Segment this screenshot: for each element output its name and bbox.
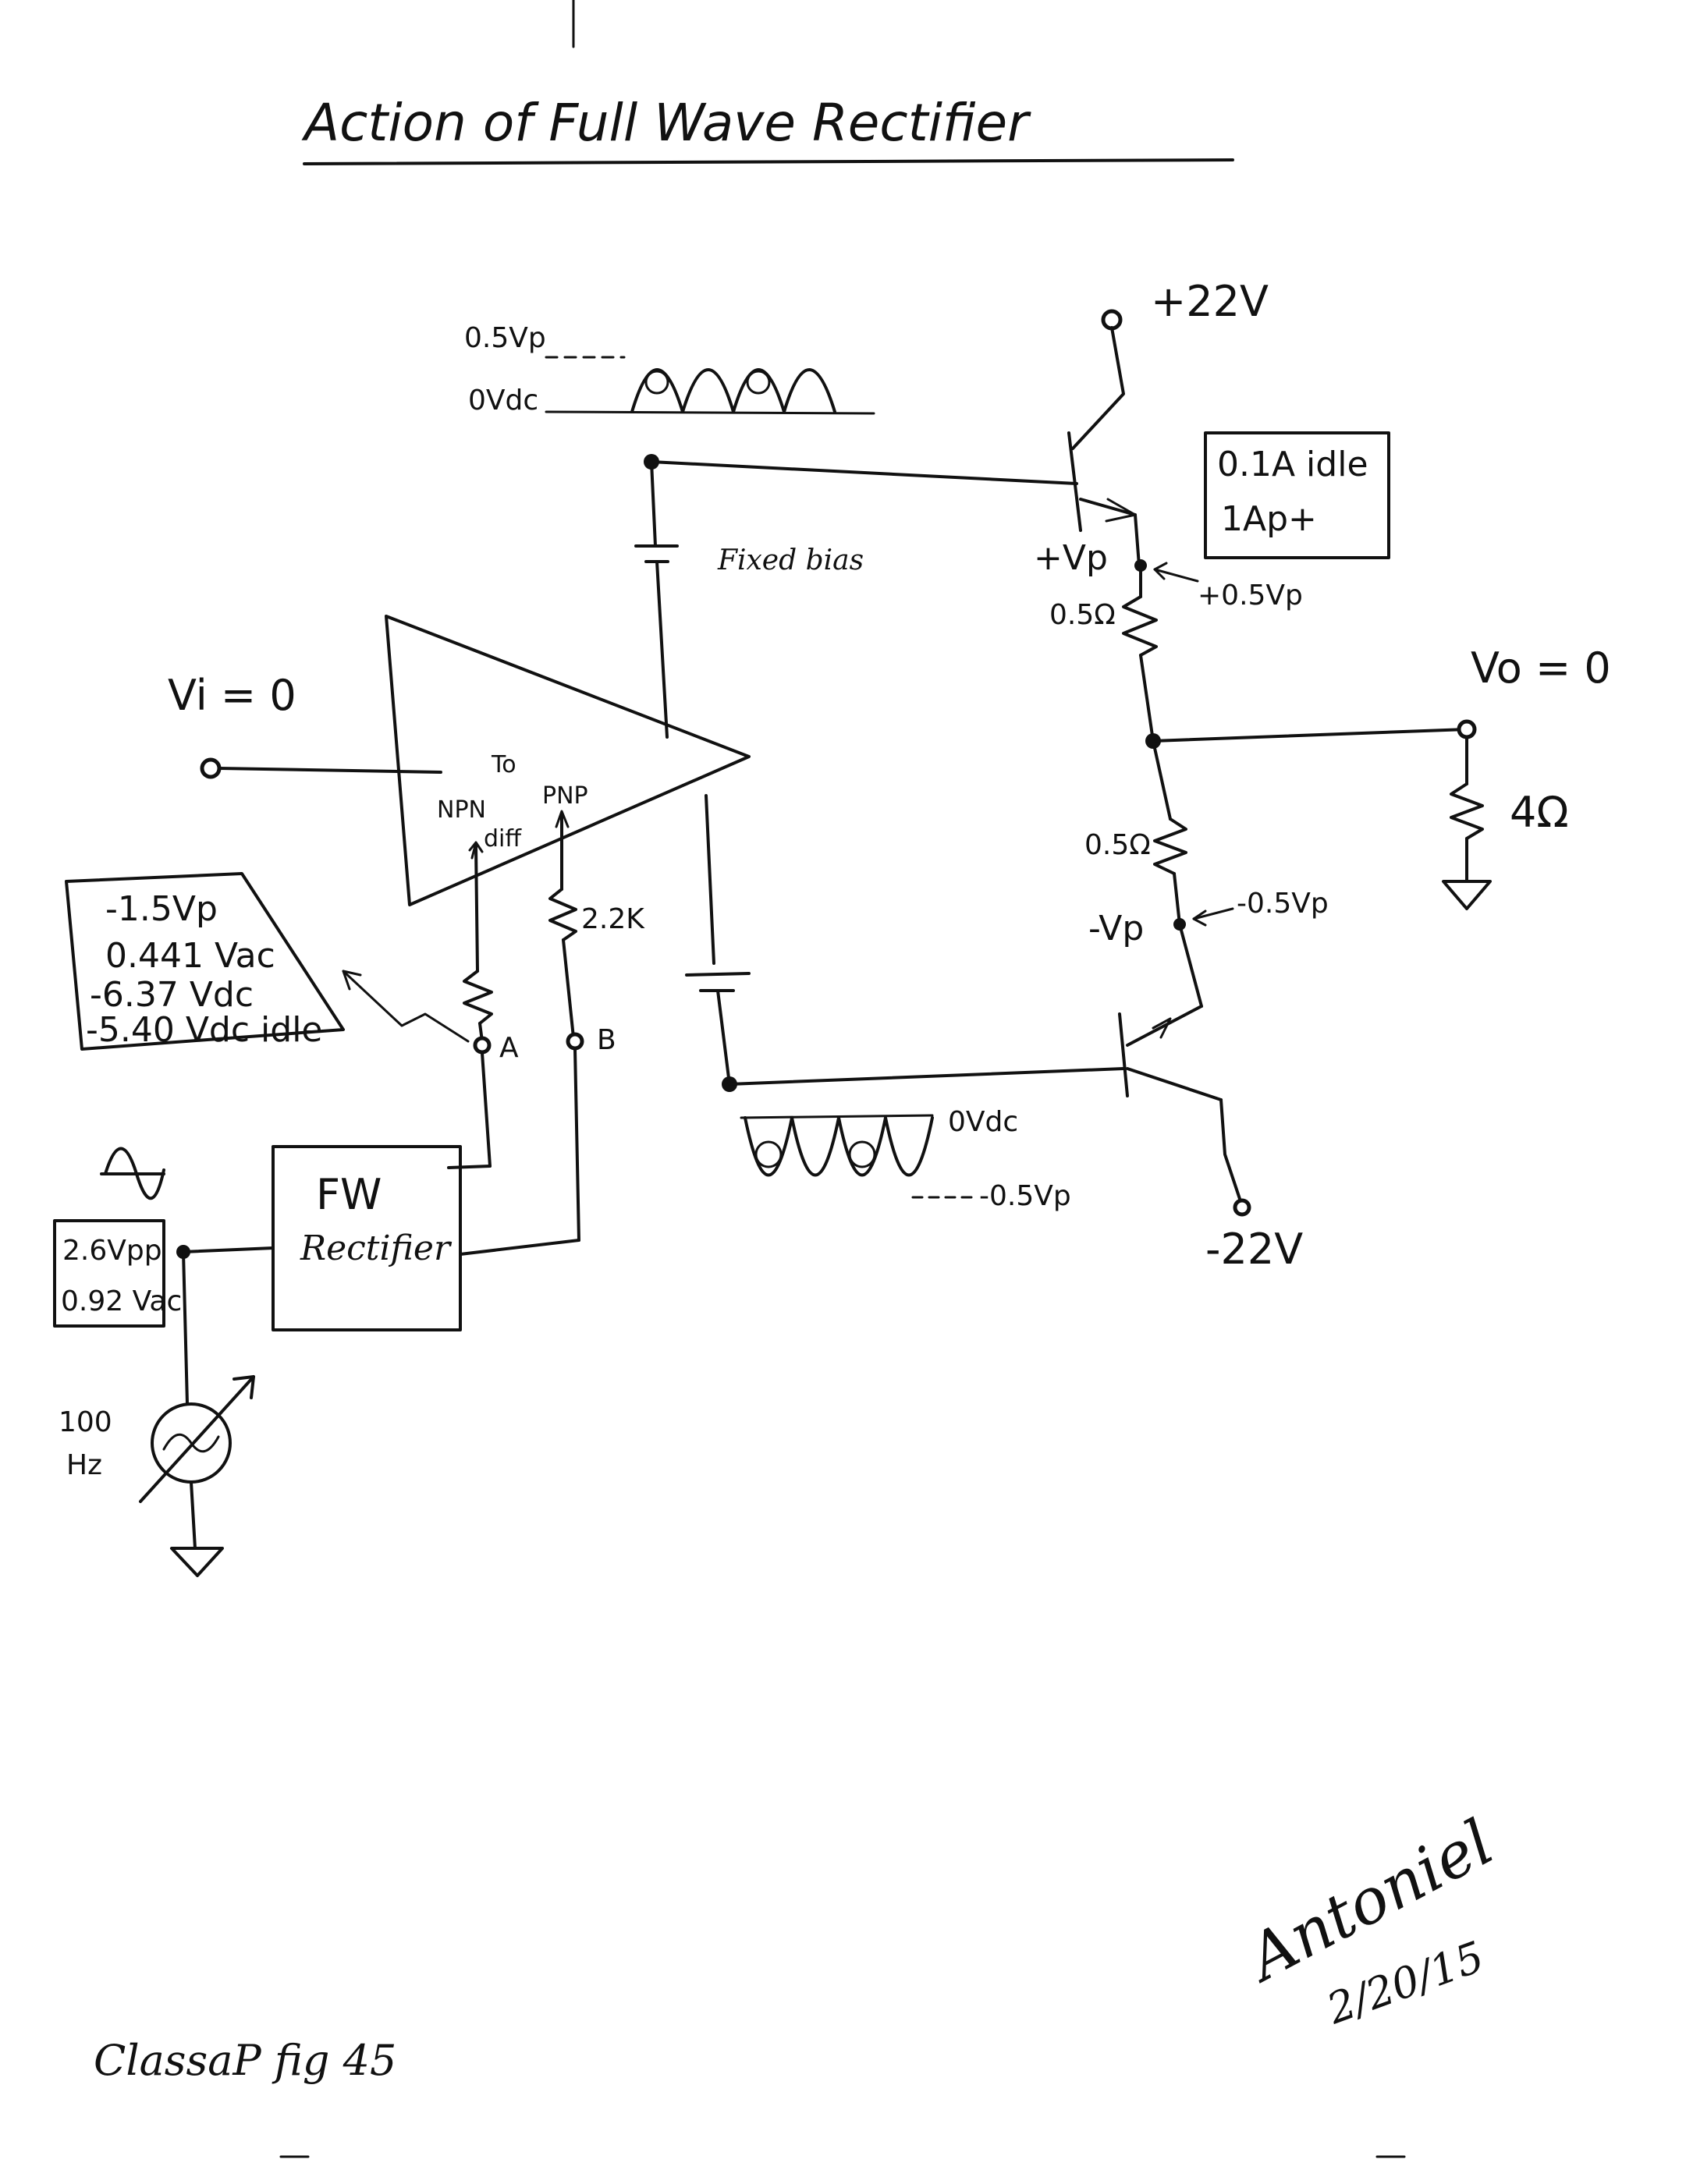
ground-symbol-source: [170, 1547, 224, 1577]
measure-line-2: 0.441 Vac: [105, 936, 275, 976]
positive-supply-terminal: [1101, 309, 1123, 331]
bias-label: Fixed bias: [717, 544, 864, 576]
measurement-box: [65, 872, 345, 1051]
node-a: [473, 1036, 492, 1055]
node-a-label: A: [499, 1032, 519, 1064]
bias-lower-wire: [655, 560, 669, 739]
positive-vp-label: +Vp: [1034, 538, 1108, 578]
negative-vp-label: -Vp: [1088, 909, 1144, 948]
source-to-rectifier-wire: [182, 1246, 275, 1253]
resistor-2k2-label: 2.2K: [581, 903, 645, 935]
node-b-label: B: [597, 1024, 616, 1056]
source-frequency-value: 100: [59, 1406, 112, 1438]
top-waveform-baseline-label: 0Vdc: [468, 385, 538, 417]
node-b-wire: [562, 938, 575, 1039]
fw-rectifier-block: [272, 1145, 462, 1331]
positive-vp-arrowhead: [1153, 562, 1168, 580]
bottom-waveform-baseline: [740, 1114, 934, 1119]
upper-emitter-resistor: [1122, 595, 1158, 657]
positive-vp-arrow: [1153, 568, 1199, 583]
driver-amplifier: [385, 615, 751, 906]
node-b: [566, 1032, 584, 1051]
figure-caption: ClassaP fig 45: [94, 2036, 396, 2085]
rectifier-subtitle: Rectifier: [300, 1228, 453, 1268]
npn-emitter-lead: [1134, 513, 1141, 567]
output-to-lower-wire: [1152, 739, 1172, 821]
page-title: Action of Full Wave Rectifier: [301, 93, 1031, 153]
lower-emitter-resistor: [1153, 817, 1187, 875]
negative-vp-arrow: [1192, 907, 1234, 920]
input-wire: [218, 767, 442, 774]
negative-supply-label: -22V: [1205, 1225, 1303, 1274]
upper-emitter-resistor-label: 0.5Ω: [1049, 599, 1116, 631]
output-terminal: [1457, 719, 1477, 739]
node-a-upper-wire: [474, 845, 479, 973]
npn-transistor: [1067, 431, 1137, 532]
negative-supply-terminal: [1233, 1198, 1251, 1217]
pnp-base-wire: [728, 1067, 1125, 1086]
variable-ac-source: [139, 1375, 255, 1503]
source-amplitude-box: [53, 1219, 165, 1328]
positive-vp-annotation: +0.5Vp: [1198, 580, 1303, 612]
negative-vp-annotation: -0.5Vp: [1237, 888, 1329, 920]
source-lower-wire: [190, 1480, 197, 1550]
bottom-waveform-peak-label: -0.5Vp: [979, 1180, 1071, 1212]
measure-pointer-arrowhead: [342, 970, 362, 991]
bottom-battery-lower-wire: [716, 989, 731, 1086]
top-waveform-baseline: [545, 410, 875, 415]
source-upper-wire: [182, 1250, 189, 1406]
resistor-2k2: [548, 888, 577, 941]
bottom-waveform: [744, 1116, 934, 1177]
bottom-waveform-scribble: [754, 1140, 876, 1168]
amp-npn-label: NPN: [437, 796, 486, 824]
bottom-waveform-baseline-label: 0Vdc: [948, 1106, 1018, 1138]
measure-pointer: [342, 970, 470, 1043]
title-underline: [303, 158, 1234, 165]
lower-emitter-resistor-label: 0.5Ω: [1084, 829, 1151, 861]
bottom-battery-long-plate: [685, 972, 751, 977]
rectifier-output-b-wire: [459, 1239, 580, 1256]
measure-line-1: -1.5Vp: [105, 889, 218, 929]
negative-vp-arrowhead: [1192, 909, 1207, 927]
npn-collector-lead: [1071, 326, 1125, 450]
load-resistor: [1450, 782, 1484, 840]
output-wire: [1152, 728, 1468, 743]
npn-idle-current: 0.1A idle: [1217, 445, 1368, 484]
input-terminal: [200, 757, 222, 779]
amp-pnp-label: PNP: [542, 782, 588, 810]
pnp-emitter-lead: [1178, 923, 1203, 1008]
amp-output-wire: [705, 794, 715, 965]
node-b-lower-wire: [573, 1048, 580, 1242]
npn-base-wire: [650, 460, 1078, 485]
load-resistor-label: 4Ω: [1510, 788, 1569, 837]
output-label: Vo = 0: [1471, 644, 1611, 693]
lower-emitter-wire: [1173, 872, 1181, 926]
positive-supply-label: +22V: [1151, 277, 1269, 326]
amp-to-label: To: [491, 751, 516, 778]
pnp-transistor: [1118, 1005, 1223, 1101]
top-waveform-peak-label: 0.5Vp: [464, 322, 546, 354]
bias-upper-wire: [650, 460, 657, 548]
source-ac-amplitude: 0.92 Vac: [61, 1285, 182, 1317]
npn-current-box: [1204, 431, 1390, 559]
source-pp-amplitude: 2.6Vpp: [62, 1235, 162, 1267]
amp-diff-label: diff: [484, 825, 522, 853]
pnp-collector-lead: [1219, 1098, 1242, 1203]
sine-wave-icon: [100, 1147, 165, 1200]
node-a-lower-wire: [481, 1051, 492, 1168]
ground-symbol-output: [1442, 880, 1492, 910]
rectifier-title: FW: [316, 1170, 382, 1219]
upper-to-output-wire: [1139, 654, 1155, 743]
measure-line-3: -6.37 Vdc: [90, 975, 254, 1015]
source-frequency-unit: Hz: [66, 1449, 102, 1481]
measure-line-4: -5.40 Vdc idle: [86, 1010, 323, 1050]
node-a-resistor: [463, 970, 493, 1025]
top-waveform-scribble: [644, 370, 771, 395]
input-label: Vi = 0: [168, 671, 296, 720]
pnp-diff-arrow: [555, 810, 570, 828]
npn-peak-current: 1Ap+: [1221, 499, 1317, 539]
rectifier-output-a-wire: [447, 1165, 492, 1169]
